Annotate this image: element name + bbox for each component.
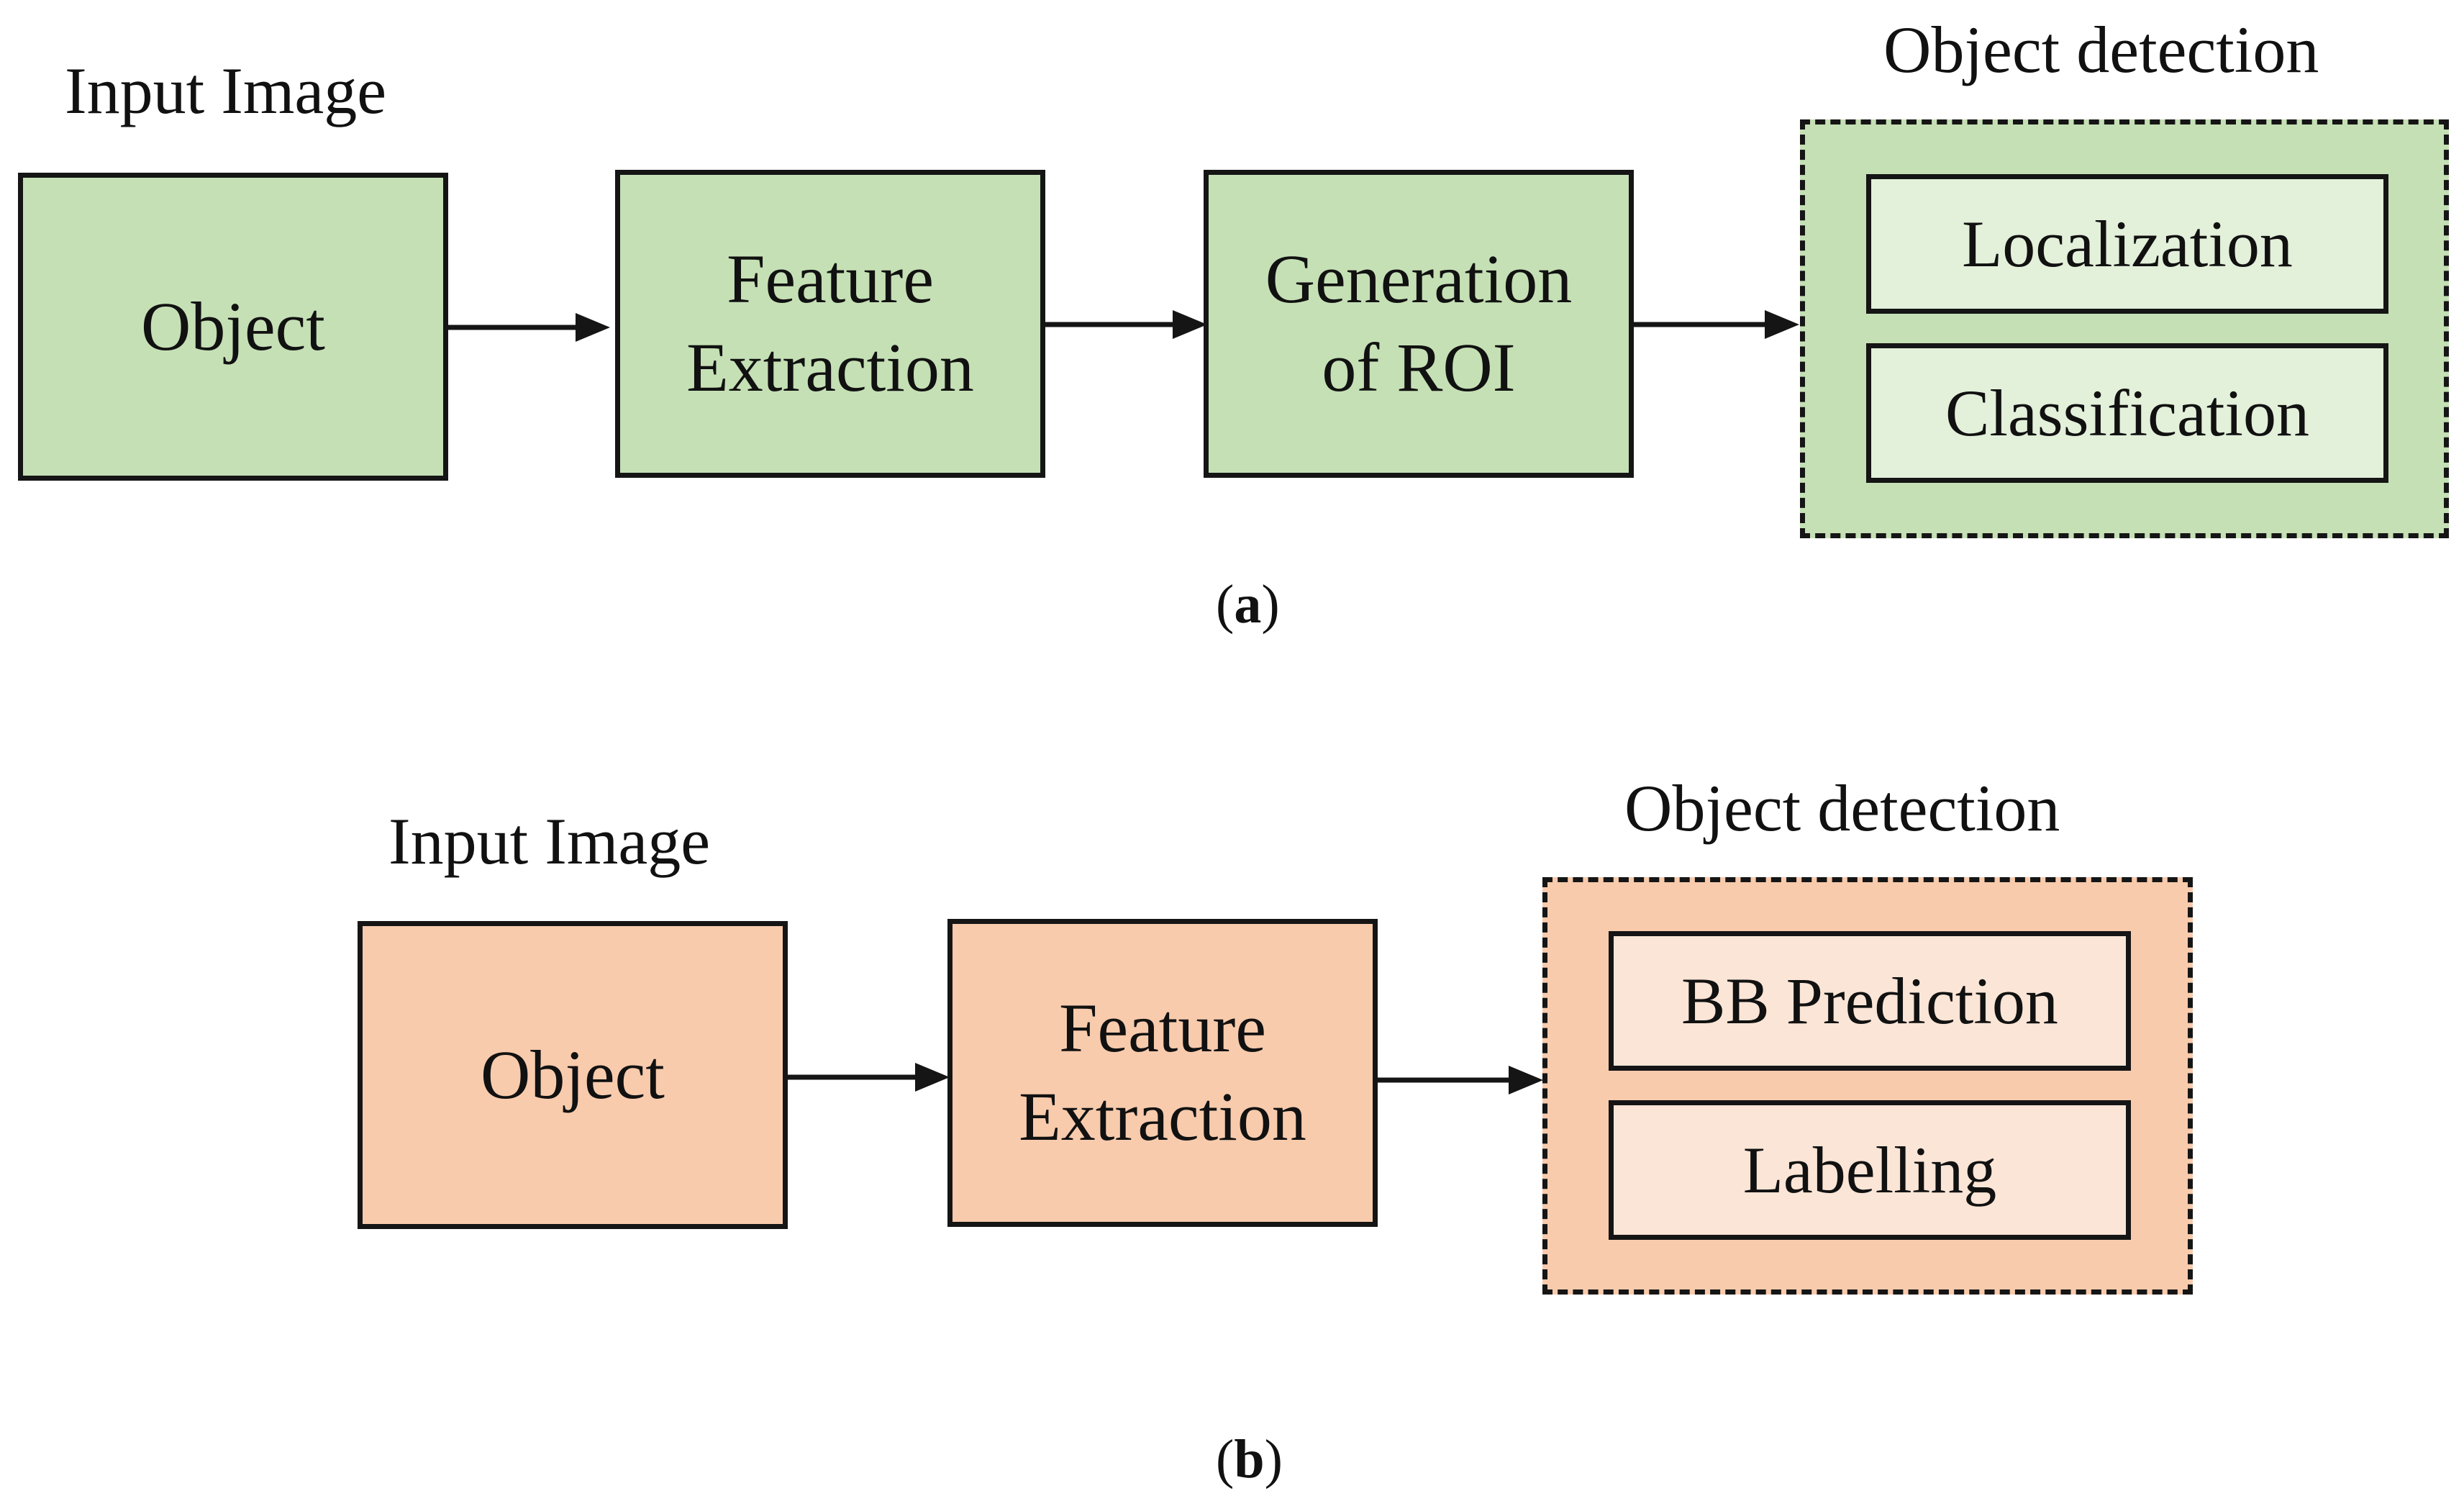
panel-b-feature-extraction-label: Feature Extraction: [1019, 989, 1306, 1155]
panel-a-localization-box: Localization: [1866, 174, 2388, 314]
panel-b-labelling-box: Labelling: [1609, 1100, 2131, 1240]
panel-a-input-image-label: Input Image: [65, 54, 387, 127]
panel-b-caption-close-paren: ): [1264, 1429, 1283, 1490]
panel-a-caption-letter: a: [1234, 574, 1262, 635]
panel-a-caption-open-paren: (: [1216, 574, 1235, 635]
panel-b-labelling-label: Labelling: [1742, 1133, 1997, 1207]
panel-a-object-box: Object: [18, 173, 448, 481]
panel-b-bb-prediction-box: BB Prediction: [1609, 931, 2131, 1071]
panel-a-caption-close-paren: ): [1261, 574, 1280, 635]
panel-b-object-box-label: Object: [481, 1035, 665, 1113]
panel-a-localization-label: Localization: [1962, 207, 2293, 281]
panel-a-object-box-label: Object: [141, 287, 325, 365]
panel-a-arrow-2: [1045, 310, 1207, 339]
panel-b-arrow-2: [1378, 1066, 1543, 1094]
panel-a-feature-extraction-box: Feature Extraction: [615, 170, 1045, 478]
panel-b-object-detection-title: Object detection: [1624, 771, 2060, 845]
panel-b-feature-extraction-box: Feature Extraction: [947, 919, 1378, 1227]
panel-b-caption-letter: b: [1234, 1429, 1265, 1490]
panel-a-roi-generation-box: Generation of ROI: [1204, 170, 1634, 478]
panel-b-arrow-1: [788, 1063, 950, 1092]
panel-a-caption: (a): [1216, 577, 1280, 632]
panel-a-classification-box: Classification: [1866, 343, 2388, 483]
panel-b-object-box: Object: [358, 921, 788, 1229]
panel-a-feature-extraction-label: Feature Extraction: [686, 240, 974, 406]
panel-b-input-image-label: Input Image: [388, 804, 711, 878]
panel-a-roi-generation-label: Generation of ROI: [1265, 240, 1573, 406]
panel-b-caption: (b): [1216, 1432, 1283, 1487]
panel-a-arrow-1: [448, 313, 610, 342]
panel-b-caption-open-paren: (: [1216, 1429, 1235, 1490]
panel-a-object-detection-title: Object detection: [1883, 13, 2319, 86]
panel-a-classification-label: Classification: [1945, 376, 2309, 450]
panel-a-arrow-3: [1634, 310, 1799, 339]
panel-b-bb-prediction-label: BB Prediction: [1681, 964, 2058, 1038]
